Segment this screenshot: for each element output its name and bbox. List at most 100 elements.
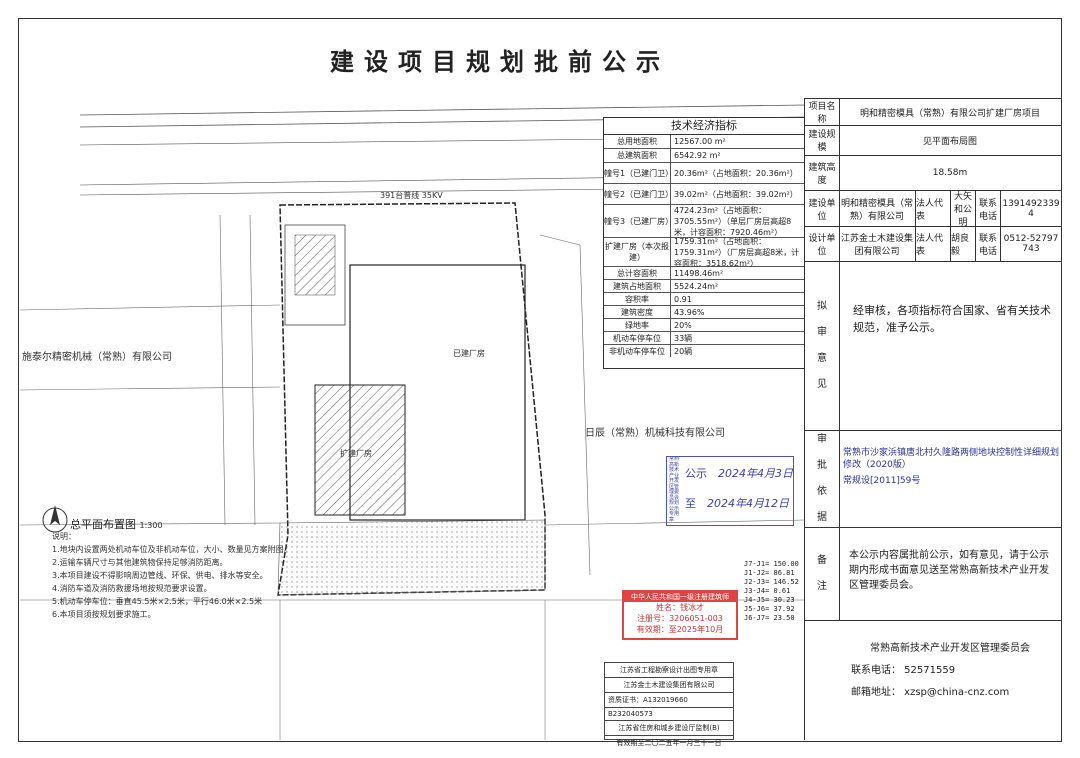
phone-label: 联系电话 (976, 191, 1001, 226)
row-value: 明和精密模具（常熟）有限公司扩建厂房项目 (859, 108, 1040, 119)
row-label: 绿地率 (604, 319, 671, 331)
row-label: 机动车停车位 (604, 332, 671, 344)
coord-line: J4-J5= 30.23 (744, 596, 795, 604)
label-char: 审 (817, 434, 827, 445)
row-value: 4724.23m²（占地面积：3705.55m²）（单层厂房层高超8米，计容面积… (674, 205, 792, 237)
note-line: 3.本项目建设不得影响周边管线、环保、供电、排水等安全。 (52, 571, 268, 580)
table-row: 幢号3（已建厂房）4724.23m²（占地面积：3705.55m²）（单层厂房层… (604, 205, 804, 238)
footer-org: 常熟高新技术产业开发区管理委员会 (870, 643, 1030, 654)
row-label: 幢号1（已建门卫） (604, 163, 673, 183)
label-char: 见 (817, 379, 827, 390)
neighbor-left-label: 施泰尔精密机械（常熟）有限公司 (22, 352, 172, 363)
row-label: 总建筑面积 (604, 149, 671, 162)
rep-label: 法人代表 (916, 191, 951, 226)
start-label: 公示 (685, 467, 707, 480)
row-label: 项目名称 (805, 99, 840, 125)
rep-label: 法人代表 (916, 227, 951, 261)
row-value: 明和精密模具（常熟）有限公司 (839, 191, 916, 226)
end-label: 至 (685, 497, 696, 510)
opinion-text: 经审核，各项指标符合国家、省有关技术规范，准予公示。 (853, 304, 1051, 334)
stamp-line: 江苏省工程勘察设计出图专用章 (605, 663, 733, 678)
row-value: 6542.92 m² (674, 151, 721, 160)
basis-row: 审 批 依 据 常熟市沙家浜镇唐北村久隆路两侧地块控制性详细规划修改（2020版… (805, 431, 1061, 528)
stamp-line: 注册号：3206051-003 (637, 614, 723, 623)
footer: 常熟高新技术产业开发区管理委员会 联系电话： 52571559 邮箱地址： xz… (839, 638, 1061, 704)
row-label: 建筑高度 (805, 156, 840, 190)
row-value: 0.91 (674, 294, 692, 304)
coord-line: J2-J3= 146.52 (744, 578, 799, 586)
note-line: 说明： (52, 532, 76, 541)
row-label: 总计容面积 (604, 267, 671, 279)
rep-value: 大矢和公明 (951, 191, 976, 228)
stamp-line: 江苏省住房和城乡建设厅监制(B) (605, 721, 733, 736)
notice-sheet (18, 18, 1062, 742)
remarks-text: 本公示内容属批前公示，如有意见，请于公示期内形成书面意见送至常熟高新技术产业开发… (849, 550, 1049, 591)
scale-row: 建设规模 见平面布局图 (805, 125, 1061, 156)
existing-plant-label: 已建厂房 (453, 349, 485, 358)
phone-label: 联系电话 (976, 227, 1001, 261)
end-date: 2024年4月12日 (707, 497, 789, 510)
row-label: 容积率 (604, 293, 671, 305)
info-panel: 项目名称 明和精密模具（常熟）有限公司扩建厂房项目 建设规模 见平面布局图 建筑… (804, 98, 1061, 740)
label-char: 拟 (817, 301, 827, 312)
label-char: 备 (817, 555, 827, 566)
row-value: 39.02m²（占地面积：39.02m²） (674, 189, 798, 199)
note-line: 6.本项目须按规划要求施工。 (52, 610, 156, 619)
row-value: 江苏金土木建设集团有限公司 (839, 227, 916, 261)
road-label: 391台普线 35KV (380, 191, 443, 200)
coord-line: J7-J1= 150.00 (744, 560, 799, 568)
plan-title: 总平面布置图 1:300 (70, 518, 163, 531)
label-char: 审 (817, 327, 827, 338)
project-name-row: 项目名称 明和精密模具（常熟）有限公司扩建厂房项目 (805, 98, 1061, 126)
stamp-line: 姓名：钱冰才 (656, 603, 704, 612)
coord-list: J7-J1= 150.00 J1-J2= 86.81 J2-J3= 146.52… (744, 560, 799, 623)
basis-text: 常熟市沙家浜镇唐北村久隆路两侧地块控制性详细规划修改（2020版） (843, 448, 1060, 470)
stamp-line: 有效期至二〇二五年一月三十一日 (616, 739, 722, 747)
row-label: 设计单位 (805, 227, 840, 261)
row-label: 建设单位 (805, 191, 840, 226)
phone-value: 0512-52797743 (1003, 234, 1059, 254)
rep-value: 胡良毅 (951, 227, 976, 261)
stamp-line: B232040573 (605, 708, 733, 721)
row-value: 11498.46m² (674, 268, 724, 278)
row-label: 幢号3（已建厂房） (604, 205, 673, 237)
row-label: 幢号2（已建门卫） (604, 184, 673, 204)
footer-email: 邮箱地址： xzsp@china-cnz.com (851, 687, 1010, 698)
plan-notes: 说明： 1.地块内设置两处机动车位及非机动车位，大小、数量见方案附图。 2.运输… (52, 530, 342, 621)
neighbor-right-label: 日辰（常熟）机械科技有限公司 (585, 428, 725, 439)
stamp-line: 江苏金土木建设集团有限公司 (605, 678, 733, 693)
row-value: 43.96% (674, 307, 705, 317)
coord-line: J5-J6= 37.92 (744, 605, 795, 613)
stamp-line: 中华人民共和国一级注册建筑师 (624, 592, 736, 602)
row-value: 33辆 (674, 333, 693, 343)
page-title: 建设项目规划批前公示 (330, 48, 670, 76)
row-value: 5524.24m² (674, 281, 719, 291)
architect-stamp: 中华人民共和国一级注册建筑师 姓名：钱冰才 注册号：3206051-003 有效… (622, 590, 738, 640)
builder-row: 建设单位 明和精密模具（常熟）有限公司 法人代表 大矢和公明 联系电话 1391… (805, 191, 1061, 228)
row-label: 建设规模 (805, 125, 840, 155)
row-value: 12567.00 m² (674, 137, 726, 146)
row-label: 扩建厂房（本次报建） (604, 238, 671, 266)
footer-phone: 联系电话： 52571559 (851, 665, 956, 676)
table-row: 幢号2（已建门卫）39.02m²（占地面积：39.02m²） (604, 184, 804, 205)
new-plant-label: 扩建厂房 (340, 449, 372, 458)
label-char: 注 (817, 581, 827, 592)
stamp-start-row: 公示 2024年4月3日 (685, 465, 793, 481)
opinion-row: 拟 审 意 见 经审核，各项指标符合国家、省有关技术规范，准予公示。 (805, 262, 1061, 431)
table-row: 幢号1（已建门卫）20.36m²（占地面积：20.36m²） (604, 163, 804, 184)
stamp-end-row: 至 2024年4月12日 (685, 495, 789, 511)
row-label: 总用地面积 (604, 135, 671, 148)
note-line: 4.消防车道及消防救援场地按规范要求设置。 (52, 584, 212, 593)
note-line: 2.运输车辆尺寸与其他建筑物保持足够消防距离。 (52, 558, 228, 567)
tech-table-title: 技术经济指标 (604, 118, 804, 135)
basis-doc: 常规设[2011]59号 (843, 476, 921, 486)
row-value: 18.58m (932, 168, 968, 178)
